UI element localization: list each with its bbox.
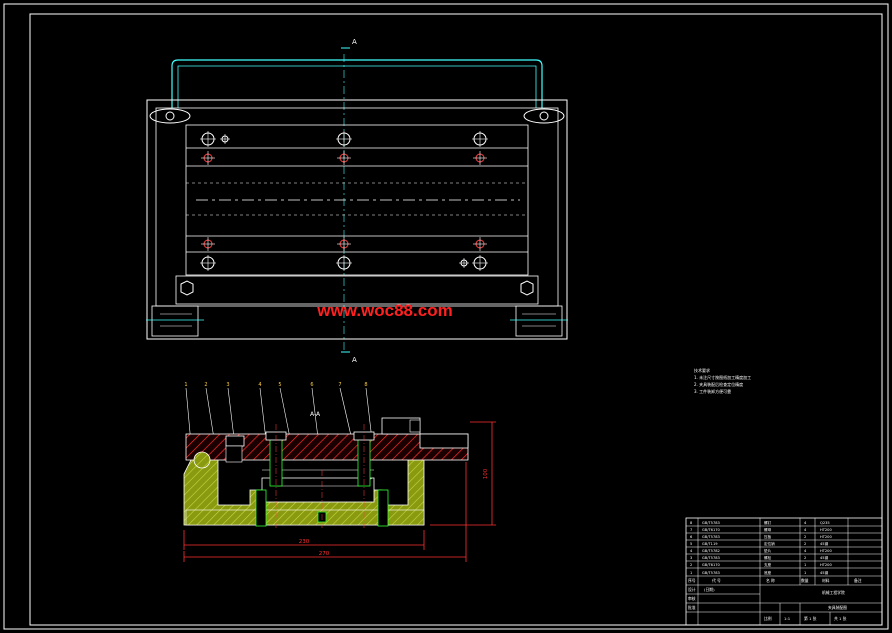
- svg-text:4: 4: [690, 549, 693, 553]
- svg-text:2: 2: [690, 563, 692, 567]
- title-block-info: 设计 (日期) 审核 批准 机械工程学院 夹具装配图 比例 1:1 第 1 张 …: [688, 587, 847, 621]
- notes-line-2: 2. 夹具装配后检查定位精度: [694, 381, 743, 387]
- svg-text:3: 3: [690, 556, 692, 560]
- section-view-label: A-A: [310, 411, 321, 418]
- svg-text:45钢: 45钢: [820, 541, 829, 546]
- svg-text:螺母: 螺母: [764, 527, 772, 532]
- svg-text:垫片: 垫片: [764, 548, 772, 553]
- svg-text:1: 1: [690, 571, 692, 575]
- svg-text:底座: 底座: [764, 570, 772, 575]
- section-marker-bottom-label: A: [352, 356, 357, 364]
- svg-text:4: 4: [804, 549, 807, 553]
- dimension-inner-width: 230: [299, 539, 310, 545]
- notes-line-1: 1. 未注尺寸按图纸加工精度加工: [694, 374, 751, 380]
- bom-rows: 8 GB/T5783 螺钉 4 Q235 7 GB/T6170 螺母 4 HT2…: [690, 520, 832, 575]
- svg-text:夹具装配图: 夹具装配图: [828, 605, 847, 610]
- dimension-height: 100: [483, 468, 489, 479]
- hex-bolt-left: [180, 280, 194, 296]
- svg-text:批准: 批准: [688, 605, 696, 610]
- svg-text:GB/T6170: GB/T6170: [702, 528, 721, 532]
- svg-text:2: 2: [804, 542, 806, 546]
- svg-text:GB/T5783: GB/T5783: [702, 571, 720, 575]
- svg-text:8: 8: [690, 521, 693, 525]
- svg-text:GB/T5783: GB/T5783: [702, 535, 720, 539]
- svg-text:Q235: Q235: [820, 521, 830, 525]
- svg-text:3: 3: [226, 382, 229, 388]
- svg-text:数量: 数量: [801, 578, 809, 583]
- left-clamp-knob: [149, 108, 191, 124]
- svg-text:支座: 支座: [764, 562, 772, 567]
- svg-text:定位销: 定位销: [764, 541, 775, 546]
- svg-text:GB/T5782: GB/T5782: [702, 549, 720, 553]
- svg-text:备注: 备注: [854, 578, 862, 583]
- top-view: A A: [146, 38, 568, 364]
- section-marker-top: A: [341, 38, 357, 49]
- svg-text:1: 1: [804, 563, 806, 567]
- svg-text:4: 4: [258, 382, 261, 388]
- bom-header: 序号 代 号 名 称 数量 材料 备注: [688, 578, 862, 583]
- svg-text:1: 1: [804, 571, 806, 575]
- svg-text:5: 5: [278, 382, 281, 388]
- svg-text:5: 5: [690, 542, 692, 546]
- dimension-overall-width: 270: [319, 551, 330, 557]
- svg-text:机械工程学院: 机械工程学院: [822, 590, 845, 595]
- svg-text:螺钉: 螺钉: [764, 520, 772, 525]
- section-marker-top-label: A: [352, 38, 357, 46]
- svg-text:共 1 张: 共 1 张: [834, 616, 847, 621]
- title-block: 8 GB/T5783 螺钉 4 Q235 7 GB/T6170 螺母 4 HT2…: [685, 517, 883, 626]
- svg-text:压板: 压板: [764, 534, 772, 539]
- svg-text:HT200: HT200: [820, 535, 832, 539]
- svg-text:材料: 材料: [822, 578, 830, 583]
- svg-text:代 号: 代 号: [712, 578, 721, 583]
- section-left-knob: [193, 451, 211, 469]
- svg-text:2: 2: [804, 535, 806, 539]
- svg-text:HT200: HT200: [820, 563, 832, 567]
- watermark-text: www.woc88.com: [316, 301, 452, 320]
- notes-line-3: 3. 工件装卸方便可靠: [694, 388, 731, 394]
- handle-loop: [171, 59, 543, 108]
- svg-text:GB/T5783: GB/T5783: [702, 556, 720, 560]
- balloon-numbers: 1 2 3 4 5 6 7 8: [184, 382, 367, 388]
- svg-text:8: 8: [364, 382, 367, 388]
- dimension-lines: [183, 421, 496, 562]
- section-view: A-A 1 2 3 4 5 6 7 8: [183, 382, 496, 562]
- svg-text:第 1 张: 第 1 张: [804, 616, 817, 621]
- svg-text:名 称: 名 称: [766, 578, 775, 583]
- svg-text:7: 7: [690, 528, 692, 532]
- svg-text:HT200: HT200: [820, 528, 832, 532]
- svg-text:HT200: HT200: [820, 549, 832, 553]
- svg-text:GB/T119: GB/T119: [702, 542, 718, 546]
- left-foot: [146, 305, 204, 337]
- svg-text:2: 2: [804, 556, 806, 560]
- top-view-base-plate: [146, 99, 568, 340]
- drawing-border-outer: [3, 3, 889, 630]
- technical-notes: 技术要求 1. 未注尺寸按图纸加工精度加工 2. 夹具装配后检查定位精度 3. …: [694, 367, 751, 394]
- section-marker-bottom: A: [341, 351, 357, 364]
- svg-text:45钢: 45钢: [820, 570, 829, 575]
- svg-text:6: 6: [310, 382, 313, 388]
- notes-title: 技术要求: [694, 367, 710, 373]
- svg-text:GB/T6170: GB/T6170: [702, 563, 721, 567]
- svg-text:2: 2: [204, 382, 207, 388]
- svg-text:螺栓: 螺栓: [764, 555, 772, 560]
- svg-text:比例: 比例: [764, 616, 772, 621]
- svg-text:4: 4: [804, 521, 807, 525]
- svg-text:(日期): (日期): [704, 587, 715, 592]
- svg-text:1:1: 1:1: [784, 616, 791, 621]
- svg-text:4: 4: [804, 528, 807, 532]
- svg-text:45钢: 45钢: [820, 555, 829, 560]
- svg-text:设计: 设计: [688, 587, 696, 592]
- svg-text:GB/T5783: GB/T5783: [702, 521, 720, 525]
- drawing-border-inner: [29, 13, 883, 626]
- hex-bolt-right: [520, 280, 534, 296]
- svg-text:6: 6: [690, 535, 693, 539]
- right-foot: [510, 305, 568, 337]
- svg-text:审核: 审核: [688, 596, 696, 601]
- svg-text:序号: 序号: [688, 578, 696, 583]
- svg-text:1: 1: [184, 382, 187, 388]
- svg-text:7: 7: [338, 382, 341, 388]
- right-clamp-knob: [523, 108, 565, 124]
